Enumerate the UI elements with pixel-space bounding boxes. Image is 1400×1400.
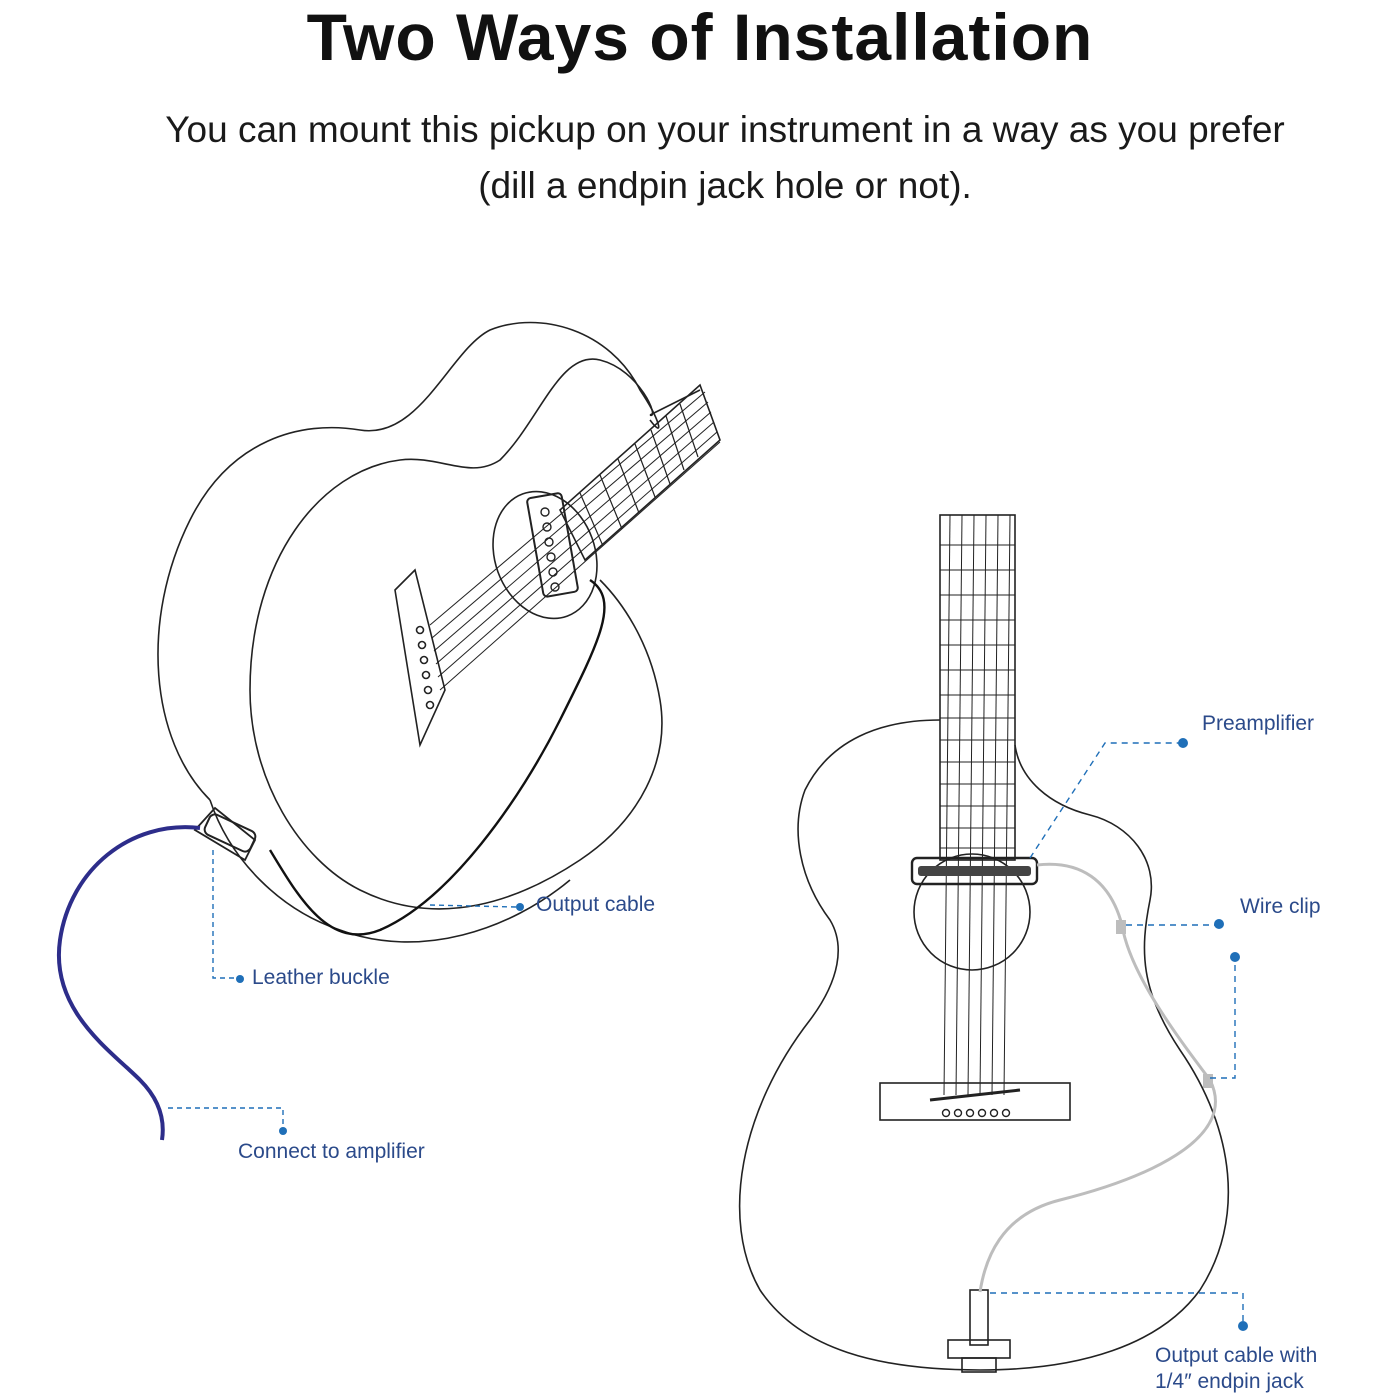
left-guitar bbox=[157, 321, 721, 943]
right-wire-clip-marker bbox=[1116, 920, 1126, 934]
right-guitar-pickup bbox=[910, 856, 1039, 886]
right-guitar-body-outline bbox=[738, 719, 1230, 1371]
label-endpin-line-1: Output cable with bbox=[1155, 1344, 1318, 1367]
callout-line-endpin bbox=[990, 1292, 1244, 1322]
right-guitar-saddle bbox=[929, 1088, 1021, 1102]
label-endpin-jack: Output cable with 1/4″ endpin jack bbox=[1155, 1343, 1317, 1395]
callout-line-wire-clip-2 bbox=[1210, 960, 1236, 1079]
callout-line-connect-amp bbox=[168, 1107, 284, 1128]
right-guitar bbox=[738, 514, 1230, 1373]
right-guitar-strings bbox=[943, 514, 1011, 1096]
left-callouts bbox=[168, 850, 517, 1128]
left-guitar-top-outline bbox=[249, 358, 701, 691]
right-internal-wire bbox=[978, 862, 1217, 1293]
left-guitar-soundhole bbox=[492, 490, 598, 620]
subtitle-line-1: You can mount this pickup on your instru… bbox=[165, 109, 1285, 150]
left-output-cable bbox=[268, 579, 606, 936]
right-guitar-bridge bbox=[879, 1082, 1071, 1121]
label-connect-amplifier: Connect to amplifier bbox=[238, 1140, 425, 1163]
left-amp-cable bbox=[56, 825, 201, 1141]
right-guitar-bridge-pins bbox=[941, 1108, 1011, 1118]
page-subtitle: You can mount this pickup on your instru… bbox=[90, 102, 1360, 214]
label-output-cable: Output cable bbox=[536, 893, 656, 916]
right-guitar-soundhole bbox=[913, 853, 1031, 971]
right-guitar-frets bbox=[940, 544, 1015, 849]
right-guitar-endpin-jack bbox=[969, 1289, 989, 1346]
right-guitar-neck bbox=[939, 514, 1016, 861]
left-guitar-bridge-pins bbox=[415, 625, 435, 710]
left-guitar-pickup bbox=[526, 492, 579, 598]
left-guitar-front-outline bbox=[249, 579, 663, 910]
right-callout-dots bbox=[1178, 738, 1248, 1331]
left-callout-dots bbox=[236, 903, 524, 1135]
label-preamplifier: Preamplifier bbox=[1202, 712, 1315, 735]
left-guitar-back-outline bbox=[157, 321, 660, 801]
right-callouts bbox=[990, 742, 1244, 1322]
label-wire-clip: Wire clip bbox=[1240, 895, 1321, 918]
callout-line-leather-buckle bbox=[212, 850, 236, 979]
left-guitar-jack bbox=[203, 813, 257, 853]
callout-line-preamplifier bbox=[1029, 742, 1180, 859]
subtitle-line-2: (dill a endpin jack hole or not). bbox=[478, 165, 972, 206]
label-endpin-line-2: 1/4″ endpin jack bbox=[1155, 1370, 1304, 1393]
label-leather-buckle: Leather buckle bbox=[252, 966, 390, 989]
left-guitar-bridge bbox=[394, 568, 446, 748]
page-title: Two Ways of Installation bbox=[306, 0, 1094, 74]
left-guitar-strings bbox=[429, 391, 721, 691]
left-guitar-fretboard bbox=[559, 383, 721, 562]
